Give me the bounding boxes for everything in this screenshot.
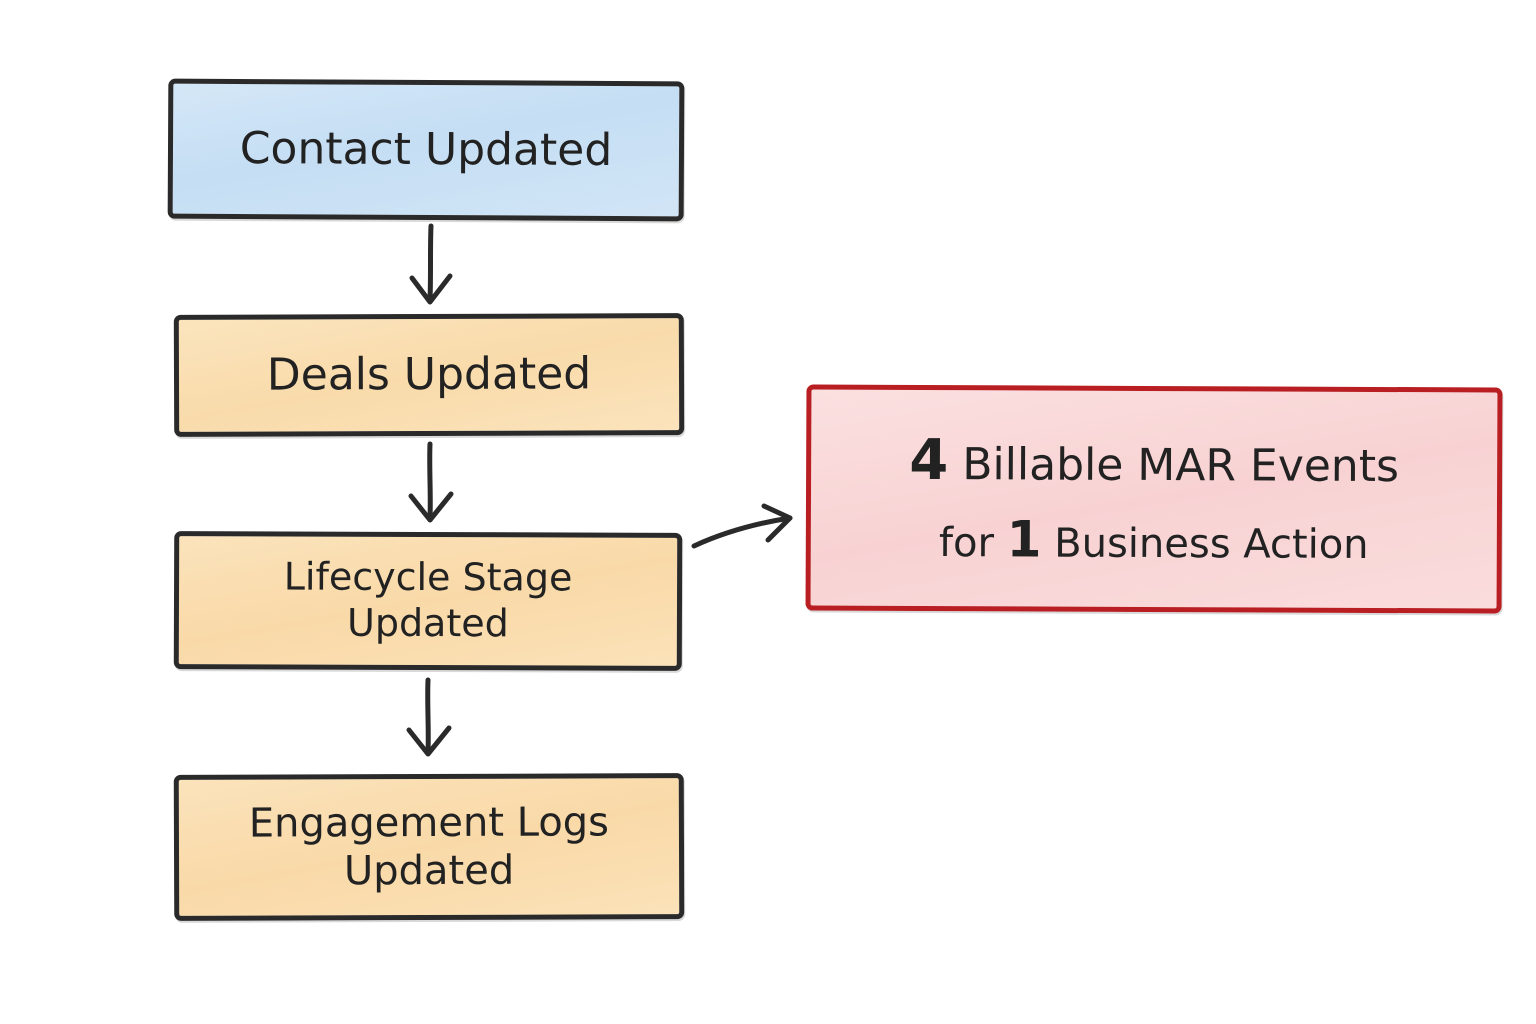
event-description: Billable MAR Events bbox=[948, 439, 1400, 493]
engagement-label-line1: Engagement Logs bbox=[248, 799, 610, 847]
contact-updated-box: Contact Updated bbox=[167, 78, 685, 222]
deals-updated-label: Deals Updated bbox=[266, 348, 592, 401]
arrow-contact-to-deals bbox=[409, 223, 453, 305]
engagement-logs-updated-box: Engagement Logs Updated bbox=[173, 773, 685, 921]
subline-suffix: Business Action bbox=[1041, 520, 1369, 568]
arrow-lifecycle-to-result bbox=[691, 503, 793, 549]
event-count: 4 bbox=[909, 428, 949, 494]
action-count: 1 bbox=[1006, 509, 1042, 569]
lifecycle-stage-updated-box: Lifecycle Stage Updated bbox=[173, 531, 683, 671]
engagement-label-line2: Updated bbox=[343, 847, 515, 895]
arrow-deals-to-lifecycle bbox=[408, 441, 454, 523]
result-headline: 4 Billable MAR Events bbox=[909, 427, 1399, 496]
subline-prefix: for bbox=[938, 519, 1007, 566]
lifecycle-label-line2: Updated bbox=[346, 600, 509, 646]
result-subline: for 1 Business Action bbox=[939, 509, 1369, 571]
arrow-lifecycle-to-engagement bbox=[406, 677, 452, 757]
billable-events-result-box: 4 Billable MAR Events for 1 Business Act… bbox=[805, 384, 1503, 614]
contact-updated-label: Contact Updated bbox=[239, 122, 613, 176]
lifecycle-label-line1: Lifecycle Stage bbox=[283, 554, 573, 600]
deals-updated-box: Deals Updated bbox=[173, 313, 685, 437]
